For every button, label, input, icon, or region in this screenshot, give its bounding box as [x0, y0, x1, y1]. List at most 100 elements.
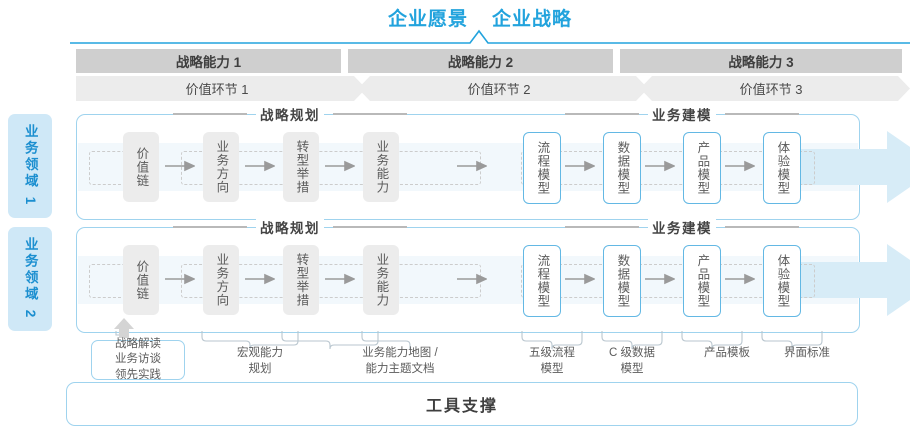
deliverable-input-line-1: 战略解读	[115, 337, 161, 350]
node-label: 产品模型	[695, 254, 710, 308]
node-domain1-process-model[interactable]: 流程模型	[523, 132, 561, 204]
node-domain2-transformation-measures[interactable]: 转型举措	[283, 245, 319, 315]
arrow-icon	[565, 273, 595, 285]
node-label: 数据模型	[615, 254, 630, 308]
domain-1-dash-end	[521, 151, 815, 185]
domain-2-section-title-2: 业务建模	[648, 217, 716, 237]
node-domain1-experience-model[interactable]: 体验模型	[763, 132, 801, 204]
node-domain2-business-capability[interactable]: 业务能力	[363, 245, 399, 315]
node-domain1-data-model[interactable]: 数据模型	[603, 132, 641, 204]
node-label: 价值链	[134, 259, 149, 301]
deliverable-input-box[interactable]: 战略解读 业务访谈 领先实践	[91, 337, 185, 381]
node-domain2-product-model[interactable]: 产品模型	[683, 245, 721, 317]
domain-1-flow-arrow-icon	[769, 131, 910, 203]
node-label: 业务方向	[214, 253, 229, 307]
capability-label-2: 战略能力 2	[447, 55, 514, 70]
deliverable-line-1: 业务能力地图 /	[362, 347, 438, 359]
arrow-icon	[245, 273, 275, 285]
section-rule-right	[725, 113, 799, 115]
node-domain1-product-model[interactable]: 产品模型	[683, 132, 721, 204]
tool-support-panel: 工具支撑	[66, 382, 858, 426]
node-label: 转型举措	[294, 140, 309, 194]
node-label: 体验模型	[775, 141, 790, 195]
deliverable-macro-capability-plan: 宏观能力 规划	[210, 346, 310, 377]
value-chain-segment-1: 价值环节 1	[76, 76, 366, 101]
arrow-icon	[645, 273, 675, 285]
node-domain2-experience-model[interactable]: 体验模型	[763, 245, 801, 317]
node-domain1-business-direction[interactable]: 业务方向	[203, 132, 239, 202]
domain-2-flow-arrow-icon	[769, 244, 910, 316]
arrow-icon	[457, 160, 487, 172]
deliverable-line-1: 宏观能力	[237, 347, 283, 359]
section-rule-left	[173, 226, 247, 228]
domain-2-section-title-1: 战略规划	[256, 217, 324, 237]
enterprise-vision-title: 企业愿景	[387, 8, 468, 30]
input-feed-arrow-icon	[114, 318, 134, 338]
deliverable-ui-standard: 界面标准	[757, 346, 857, 362]
node-domain2-process-model[interactable]: 流程模型	[523, 245, 561, 317]
domain-1-section-business-modeling: 业务建模	[565, 104, 799, 124]
domain-2-section-business-modeling: 业务建模	[565, 217, 799, 237]
arrow-icon	[725, 160, 755, 172]
capability-label-1: 战略能力 1	[175, 55, 242, 70]
capability-bar-row: 战略能力 1 战略能力 2 战略能力 3	[76, 49, 902, 73]
sidebar-item-domain-2: 业务领域 2	[8, 227, 52, 331]
node-label: 业务方向	[214, 140, 229, 194]
section-rule-right	[333, 226, 407, 228]
node-domain1-business-capability[interactable]: 业务能力	[363, 132, 399, 202]
value-chain-label-2: 价值环节 2	[467, 82, 531, 97]
domain-1-section-title-1: 战略规划	[256, 104, 324, 124]
deliverable-line-2: 能力主题文档	[365, 362, 435, 375]
deliverable-brackets	[115, 327, 823, 350]
node-label: 体验模型	[775, 254, 790, 308]
node-label: 产品模型	[695, 141, 710, 195]
node-label: 价值链	[134, 146, 149, 188]
node-label: 数据模型	[615, 141, 630, 195]
arrow-icon	[165, 160, 195, 172]
value-chain-row: 价值环节 1 价值环节 2 价值环节 3	[76, 76, 910, 101]
deliverable-capability-map: 业务能力地图 / 能力主题文档	[330, 346, 470, 377]
deliverable-five-level-process-model: 五级流程 模型	[502, 346, 602, 377]
value-chain-segment-3: 价值环节 3	[640, 76, 910, 101]
node-label: 转型举措	[294, 253, 309, 307]
deliverable-input-line-3: 领先实践	[115, 368, 161, 381]
arrow-icon	[645, 160, 675, 172]
tool-support-title: 工具支撑	[425, 398, 498, 415]
arrow-icon	[325, 273, 355, 285]
deliverable-product-template: 产品模板	[677, 346, 777, 362]
arrow-icon	[165, 273, 195, 285]
domain-1-section-title-2: 业务建模	[648, 104, 716, 124]
value-chain-segment-2: 价值环节 2	[358, 76, 648, 101]
value-chain-label-3: 价值环节 3	[739, 82, 803, 97]
arrow-icon	[457, 273, 487, 285]
deliverable-line-1: 界面标准	[784, 347, 830, 359]
node-label: 流程模型	[535, 141, 550, 195]
domain-2-label: 业务领域 2	[22, 237, 38, 321]
node-label: 业务能力	[374, 253, 389, 307]
node-label: 流程模型	[535, 254, 550, 308]
domain-1-section-strategy-planning: 战略规划	[173, 104, 407, 124]
node-domain2-data-model[interactable]: 数据模型	[603, 245, 641, 317]
deliverable-line-2: 模型	[620, 362, 644, 375]
deliverable-line-2: 模型	[540, 362, 564, 375]
arrow-icon	[245, 160, 275, 172]
node-domain2-business-direction[interactable]: 业务方向	[203, 245, 239, 315]
vision-peak-line	[70, 29, 910, 44]
node-label: 业务能力	[374, 140, 389, 194]
domain-1-label: 业务领域 1	[22, 124, 38, 208]
node-domain2-value-chain[interactable]: 价值链	[123, 245, 159, 315]
node-domain1-value-chain[interactable]: 价值链	[123, 132, 159, 202]
domain-2-dash-end	[521, 264, 815, 298]
deliverable-line-1: 五级流程	[529, 347, 575, 359]
domain-1-band: 战略规划 业务建模 价值链 业务方向 转型举措 业务能力	[76, 104, 910, 220]
arrow-icon	[325, 160, 355, 172]
capability-bar-2: 战略能力 2	[348, 49, 613, 73]
enterprise-strategy-title: 企业战略	[492, 8, 573, 30]
sidebar-item-domain-1: 业务领域 1	[8, 114, 52, 218]
node-domain1-transformation-measures[interactable]: 转型举措	[283, 132, 319, 202]
arrow-icon	[565, 160, 595, 172]
deliverable-c-level-data-model: C 级数据 模型	[582, 346, 682, 377]
section-rule-left	[565, 113, 639, 115]
arrow-icon	[725, 273, 755, 285]
